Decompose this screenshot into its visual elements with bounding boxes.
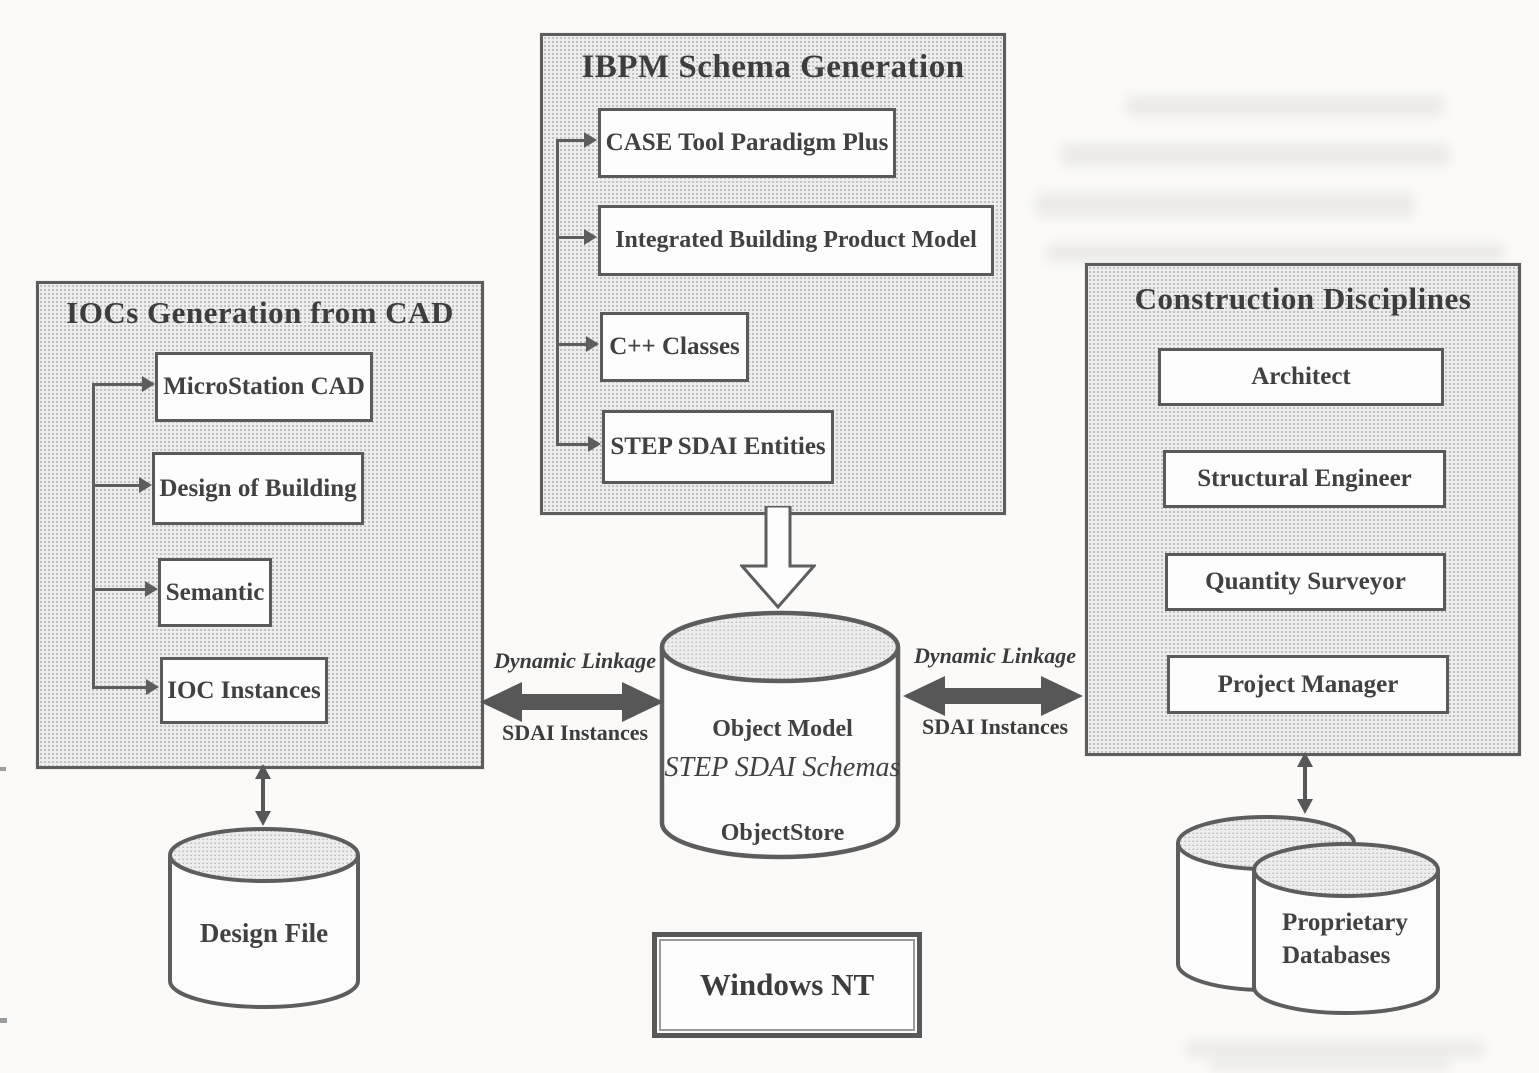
ibpm-panel-title: IBPM Schema Generation <box>581 49 965 85</box>
databases-line: Databases <box>1282 942 1391 969</box>
right-sdai-instances-label: SDAI Instances <box>921 714 1069 739</box>
connector-line <box>92 383 142 386</box>
bleed-through-smudge <box>1035 192 1415 218</box>
connector-line <box>556 139 584 142</box>
arrowhead-icon <box>146 679 159 695</box>
windows-nt-inner-frame: Windows NT <box>659 939 915 1031</box>
down-block-arrow-icon <box>740 506 816 610</box>
arrowhead-icon <box>588 436 601 452</box>
arrowhead-icon <box>142 376 155 392</box>
connector-line <box>556 343 586 346</box>
left-dynamic-linkage-label: Dynamic Linkage <box>494 648 656 673</box>
connector-line <box>556 443 588 446</box>
node-integrated-building-product-model: Integrated Building Product Model <box>598 205 994 276</box>
left-sdai-instances-label: SDAI Instances <box>501 720 649 745</box>
connector-line <box>556 236 584 239</box>
design-file-cylinder <box>168 827 360 1009</box>
node-semantic: Semantic <box>158 558 272 627</box>
node-step-sdai-entities: STEP SDAI Entities <box>602 410 834 484</box>
scan-edge-mark <box>0 767 6 771</box>
node-quantity-surveyor: Quantity Surveyor <box>1165 553 1446 611</box>
disciplines-panel-title: Construction Disciplines <box>1134 281 1472 316</box>
proprietary-line: Proprietary <box>1282 909 1408 936</box>
arrowhead-icon <box>139 477 152 493</box>
arrowhead-icon <box>584 132 597 148</box>
node-design-of-building: Design of Building <box>152 452 364 525</box>
step-sdai-schemas-label: STEP SDAI Schemas <box>664 752 901 783</box>
scan-edge-mark <box>0 1018 7 1023</box>
right-dynamic-linkage-label: Dynamic Linkage <box>914 643 1076 668</box>
arrowhead-icon <box>586 336 599 352</box>
proprietary-databases-label: Proprietary Databases <box>1282 906 1452 972</box>
bleed-through-smudge <box>1210 1059 1450 1071</box>
disciplines-databases-double-arrow-icon <box>1297 752 1313 814</box>
node-case-tool-paradigm-plus: CASE Tool Paradigm Plus <box>598 108 896 178</box>
objectstore-label: ObjectStore <box>720 820 845 846</box>
proprietary-databases-cylinders <box>1176 815 1440 1015</box>
node-cpp-classes: C++ Classes <box>600 312 749 382</box>
left-double-arrow-icon <box>480 682 664 722</box>
connector-line <box>92 686 146 689</box>
node-ioc-instances: IOC Instances <box>160 657 328 724</box>
bleed-through-smudge <box>1125 95 1445 117</box>
node-project-manager: Project Manager <box>1167 655 1449 714</box>
node-structural-engineer: Structural Engineer <box>1163 450 1446 508</box>
node-architect: Architect <box>1158 348 1444 406</box>
connector-line <box>556 139 559 445</box>
windows-nt-label: Windows NT <box>699 967 875 1002</box>
connector-line <box>92 484 139 487</box>
object-store-cylinder <box>659 610 901 860</box>
arrowhead-icon <box>584 229 597 245</box>
object-model-label: Object Model <box>712 716 853 742</box>
arrowhead-icon <box>145 581 158 597</box>
iocs-designfile-double-arrow-icon <box>255 764 271 826</box>
iocs-panel-title: IOCs Generation from CAD <box>66 295 454 330</box>
right-double-arrow-icon <box>903 676 1083 716</box>
design-file-label: Design File <box>199 918 329 948</box>
windows-nt-box: Windows NT <box>652 932 922 1038</box>
bleed-through-smudge <box>1060 143 1450 167</box>
connector-line <box>92 588 145 591</box>
bleed-through-smudge <box>1185 1040 1485 1058</box>
connector-line <box>92 383 95 689</box>
bleed-through-smudge <box>1045 243 1505 263</box>
node-microstation-cad: MicroStation CAD <box>155 352 373 422</box>
